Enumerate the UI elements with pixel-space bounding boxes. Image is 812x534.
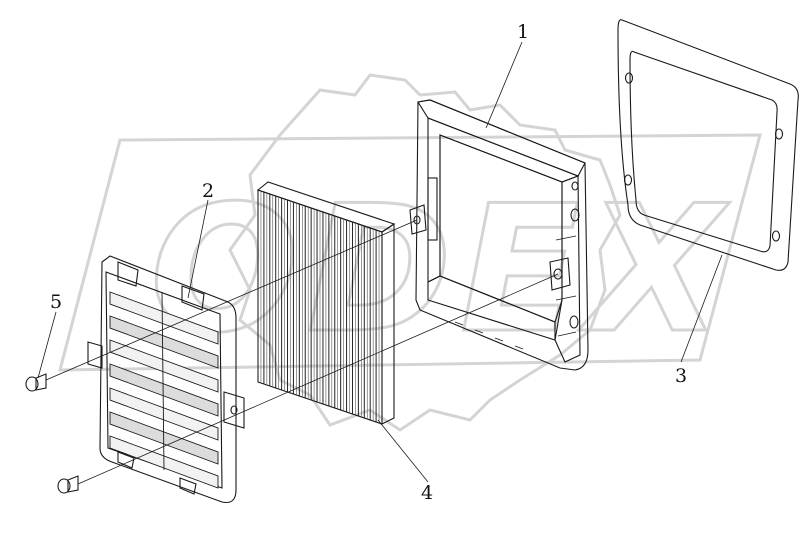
screw-shank <box>35 373 47 391</box>
screw-head <box>25 376 39 392</box>
frame-boss <box>549 257 571 291</box>
grille-left-tab <box>87 341 103 369</box>
callout-1: 1 <box>517 21 529 43</box>
filter-element-part-4 <box>256 181 396 425</box>
watermark-gear <box>228 73 622 432</box>
assembly-line <box>77 273 559 485</box>
gasket-hole <box>623 174 633 186</box>
screw-head <box>57 478 71 494</box>
screw-part-5-lower <box>57 475 79 494</box>
watermark-text: ODEX <box>150 169 731 372</box>
leader-line-3 <box>680 254 723 363</box>
grille-bottom-clip <box>117 451 135 469</box>
grille-louvers <box>109 291 219 489</box>
callouts: 1 2 3 4 5 <box>50 21 687 504</box>
gasket-hole <box>774 128 784 140</box>
frame-screw-hole <box>570 208 580 222</box>
screw-part-5 <box>25 373 47 392</box>
frame-tab <box>409 204 427 235</box>
assembly-lines <box>45 219 559 485</box>
frame-outer <box>415 99 589 371</box>
grille-louver <box>109 363 219 417</box>
frame-bottom-lip <box>427 275 556 341</box>
watermark: ODEX <box>58 73 762 432</box>
frame-screw-hole <box>571 181 579 191</box>
grille-louver <box>109 387 219 441</box>
grille-side-tab <box>223 391 245 429</box>
callout-4: 4 <box>421 482 433 504</box>
gasket-part-3 <box>617 19 799 271</box>
frame-tab-hole <box>413 215 421 225</box>
callout-5: 5 <box>50 291 62 313</box>
frame-top-rim <box>417 99 586 177</box>
frame-boss-hole <box>553 268 563 280</box>
grille-louver <box>109 339 219 393</box>
filter-pleats <box>257 190 383 424</box>
callout-2: 2 <box>202 180 214 202</box>
leader-line-1 <box>485 41 523 129</box>
housing-frame-part-1 <box>409 99 589 371</box>
gasket-outer <box>617 19 799 271</box>
grille-louver <box>109 291 219 345</box>
leader-line-5 <box>37 311 57 379</box>
grille-top-clip <box>181 285 205 311</box>
leader-line-2 <box>187 199 209 299</box>
gasket-inner <box>629 50 778 253</box>
leader-lines <box>37 41 723 483</box>
grille-cover-part-2 <box>87 255 245 504</box>
leader-line-4 <box>377 419 429 483</box>
gasket-hole <box>624 72 634 84</box>
watermark-frame <box>58 133 762 372</box>
grille-center-rib <box>161 291 165 471</box>
assembly-line <box>45 219 418 381</box>
grille-tab-hole <box>230 405 238 415</box>
frame-slots <box>454 321 524 350</box>
callout-3: 3 <box>675 365 687 387</box>
grille-bottom-clip <box>179 477 197 495</box>
frame-latch <box>427 177 438 241</box>
grille-louver <box>109 315 219 369</box>
grille-outer <box>99 255 237 504</box>
grille-top-clip <box>117 261 139 287</box>
screw-shank <box>67 475 79 493</box>
gasket-hole <box>771 230 781 242</box>
frame-ribs <box>555 235 577 337</box>
frame-screw-hole <box>569 315 579 329</box>
